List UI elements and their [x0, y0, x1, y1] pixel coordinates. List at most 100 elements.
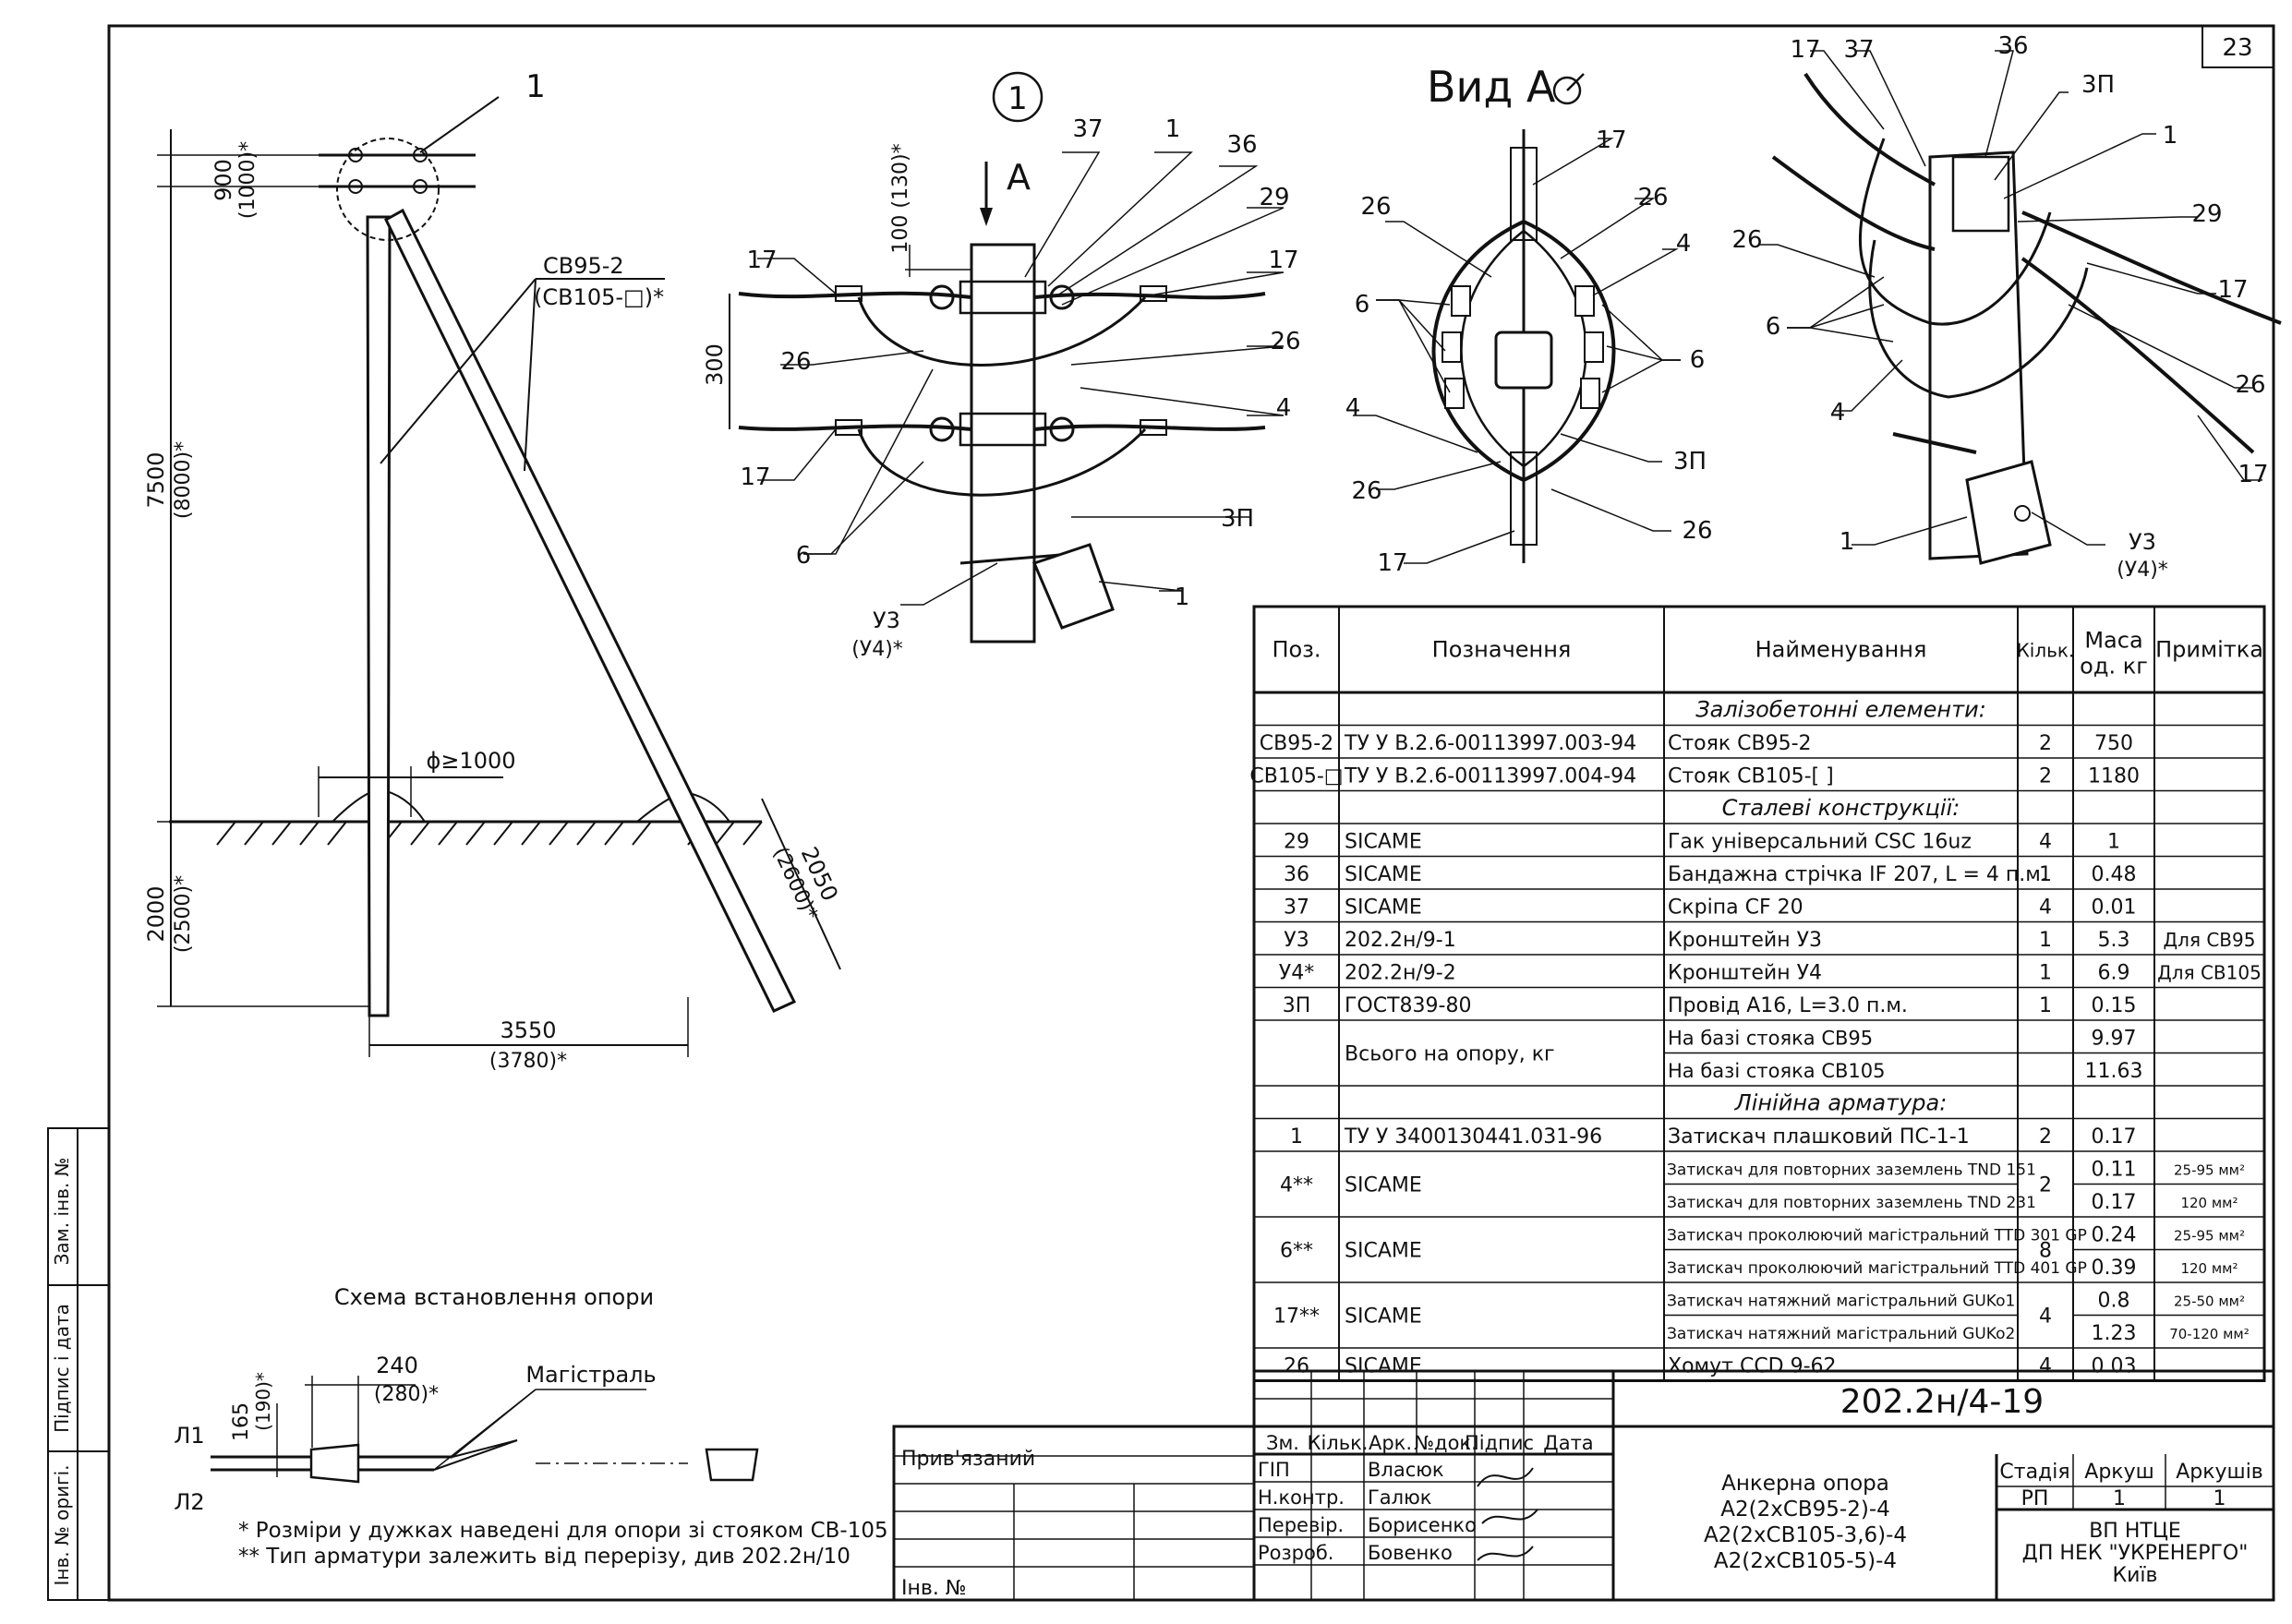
callout-iso-3p: 3П: [2081, 71, 2115, 99]
spec-qty: 4: [2039, 1355, 2052, 1378]
spec-mass: 0.17: [2092, 1125, 2137, 1149]
scheme-l1: Л1: [174, 1423, 204, 1449]
org-line: ДП НЕК "УКРЕНЕРГО": [2022, 1542, 2249, 1565]
callout-va-3p: 3П: [1673, 448, 1707, 475]
spec-qty: 4: [2039, 1305, 2052, 1329]
dim-base: 3550: [500, 1017, 556, 1043]
spec-qty: 1: [2039, 994, 2052, 1017]
spec-qty: 4: [2039, 831, 2052, 854]
callout-d1-36: 36: [1226, 131, 1257, 159]
signer-role: Н.контр.: [1258, 1486, 1345, 1509]
install-scheme: Схема встановлення опори 240 (280)* 165 …: [174, 1284, 759, 1515]
spec-qty: 1: [2039, 962, 2052, 985]
callout-d1-37: 37: [1072, 115, 1103, 143]
spec-mass: 1.23: [2092, 1322, 2137, 1345]
spec-pos: 17**: [1273, 1305, 1320, 1329]
spec-name: Стояк СВ105-[ ]: [1668, 765, 1834, 788]
callout-va-26d: 26: [1682, 517, 1712, 545]
callout-iso-1: 1: [2163, 122, 2178, 150]
callout-d1-26b: 26: [780, 348, 811, 376]
scheme-dim-a: 240: [376, 1353, 418, 1378]
spec-mass: 0.8: [2098, 1290, 2130, 1313]
callout-d1-1: 1: [1165, 115, 1181, 143]
rev-header-4: Підпис: [1465, 1432, 1534, 1454]
stage-value-0: РП: [2021, 1487, 2049, 1510]
spec-header-mass: Маса: [2084, 628, 2142, 654]
inv-label: Інв. №: [901, 1577, 967, 1600]
scheme-l2: Л2: [174, 1489, 204, 1515]
spec-note: 120 мм²: [2180, 1195, 2238, 1211]
callout-va-17b: 17: [1377, 549, 1407, 577]
scheme-dim-b: 165: [230, 1402, 253, 1441]
spec-designation: SICAME: [1345, 831, 1422, 854]
scheme-title: Схема встановлення опори: [334, 1284, 654, 1310]
bracket-label: У3: [873, 607, 900, 633]
spec-designation: SICAME: [1345, 1355, 1422, 1378]
spec-name: Кронштейн У4: [1668, 962, 1822, 985]
spec-mass: 1180: [2088, 765, 2140, 788]
spec-designation: ТУ У 3400130441.031-96: [1344, 1125, 1602, 1149]
spec-pos: 4**: [1280, 1174, 1313, 1197]
dim-pit: ϕ≥1000: [426, 748, 515, 774]
spec-mass: 0.48: [2092, 863, 2137, 886]
spec-header-1: Позначення: [1432, 637, 1572, 663]
spec-total-mass: 9.97: [2092, 1028, 2137, 1051]
spec-mass: 6.9: [2098, 962, 2130, 985]
stamp-original-inv: Інв. № оригі.: [51, 1465, 73, 1586]
page-number: 23: [2222, 34, 2252, 62]
spec-note: Для СВ95: [2164, 929, 2256, 951]
spec-name: Затискач проколюючий магістральний TTD 4…: [1667, 1259, 2087, 1278]
spec-pos: 1: [1290, 1125, 1303, 1149]
callout-d1-3p: 3П: [1221, 505, 1254, 533]
spec-pos: У3: [1284, 929, 1309, 952]
spec-name: Кронштейн У3: [1668, 929, 1822, 952]
callout-d1-17: 17: [1268, 247, 1298, 274]
spec-pos: СВ95-2: [1260, 732, 1333, 755]
dim-detail-top: 100 (130)*: [889, 143, 912, 253]
spec-designation: ТУ У В.2.6-00113997.004-94: [1344, 765, 1636, 788]
spec-qty: 4: [2039, 896, 2052, 920]
rev-header-1: Кільк.: [1308, 1432, 1369, 1454]
spec-pos: 6**: [1280, 1240, 1313, 1263]
callout-iso-17: 17: [1790, 36, 1820, 64]
spec-pos: СВ105-□: [1249, 765, 1343, 788]
signer-name: Галюк: [1368, 1486, 1431, 1509]
signer-name: Бовенко: [1368, 1542, 1453, 1564]
callout-d1-29: 29: [1259, 184, 1289, 211]
callout-iso-36: 36: [1997, 32, 2028, 60]
spec-designation: 202.2н/9-2: [1345, 962, 1456, 985]
dim-height-alt: (8000)*: [172, 441, 195, 519]
callout-va-4: 4: [1676, 230, 1692, 258]
rev-header-2: Арк.: [1369, 1432, 1412, 1454]
title-block-frame: [1252, 1369, 2275, 1602]
spec-mass: 750: [2094, 732, 2133, 755]
spec-designation: ГОСТ839-80: [1345, 994, 1471, 1017]
dim-detail-mid: 300: [702, 343, 728, 386]
spec-mass: 0.24: [2092, 1224, 2137, 1247]
spec-total-name: На базі стояка СВ105: [1668, 1060, 1885, 1082]
spec-name: Провід А16, L=3.0 п.м.: [1668, 994, 1908, 1017]
spec-name: Затискач натяжний магістральний GUKo2: [1667, 1325, 2015, 1343]
tied-label: Прив'язаний: [901, 1448, 1035, 1471]
spec-section-title: Лінійна арматура:: [1734, 1090, 1948, 1116]
signer-name: Власюк: [1368, 1459, 1444, 1481]
callout-va-4b: 4: [1345, 394, 1361, 422]
rev-header-0: Зм.: [1266, 1432, 1299, 1454]
scheme-dim-b-alt: (190)*: [252, 1372, 274, 1431]
scheme-main-line: Магістраль: [525, 1362, 656, 1388]
view-arrow-letter: А: [1007, 157, 1031, 198]
scheme-dim-a-alt: (280)*: [374, 1383, 439, 1406]
callout-va-26c: 26: [1351, 477, 1381, 505]
dim-base-alt: (3780)*: [489, 1050, 567, 1073]
callout-iso-26: 26: [2235, 371, 2265, 399]
rev-header-3: №док.: [1414, 1432, 1478, 1454]
view-label: Вид А: [1427, 62, 1556, 112]
spec-pos: У4*: [1279, 962, 1314, 985]
detail-number: 1: [1007, 80, 1028, 117]
spec-qty: 2: [2039, 732, 2052, 755]
spec-note: 25-50 мм²: [2174, 1293, 2245, 1310]
note-1: * Розміри у дужках наведені для опори зі…: [238, 1519, 888, 1543]
spec-qty: 2: [2039, 1174, 2052, 1197]
